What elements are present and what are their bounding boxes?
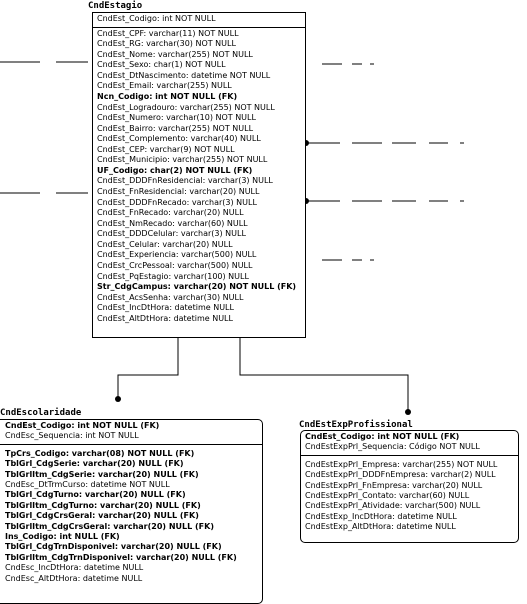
attribute-row: CndEstExpPrl_DDDFnEmpresa: varchar(2) NU… [305,470,496,480]
attribute-row: TblGrl_CdgCrsGeral: varchar(20) NULL (FK… [5,511,199,521]
attribute-row: CndEsc_Sequencia: int NOT NULL [5,431,139,441]
attribute-row: CndEsc_DtTrmCurso: datetime NOT NULL [5,480,170,490]
attribute-row: CndEstExpPrl_Contato: varchar(60) NULL [305,491,470,501]
attribute-row: Str_CdgCampus: varchar(20) NOT NULL (FK) [97,282,297,292]
relationship-endpoint-dot [115,396,121,402]
attribute-row: CndEst_PqEstagio: varchar(100) NULL [97,271,249,281]
attribute-row: CndEst_FnResidencial: varchar(20) NULL [97,187,260,196]
attribute-row: CndEst_DDDCelular: varchar(3) NULL [97,229,246,239]
attribute-row: TblGrl_CdgSerie: varchar(20) NULL (FK) [5,459,184,469]
entity-box: CndEst_Codigo: int NOT NULL (FK)CndEsc_S… [0,419,263,604]
attribute-row: CndEst_DDDFnResidencial: varchar(3) NULL [97,176,273,186]
relationship-endpoint-dot [405,409,411,415]
attribute-row: CndEst_FnRecado: varchar(20) NULL [97,208,244,218]
attribute-row: Ncn_Codigo: int NOT NULL (FK) [97,91,238,101]
attribute-row: CndEst_DtNascimento: datetime NOT NULL [97,70,271,80]
attribute-row: TblGrlItm_CdgTurno: varchar(20) NULL (FK… [5,500,201,510]
attribute-row: CndEst_Numero: varchar(10) NOT NULL [97,113,256,123]
attribute-row: CndEstExp_AltDtHora: datetime NULL [305,522,456,532]
entity-box: CndEst_Codigo: int NOT NULL (FK)CndEstEx… [300,430,519,543]
attribute-row: CndEst_IncDtHora: datetime NULL [97,303,234,313]
attribute-row: CndEstExpPrl_Empresa: varchar(255) NOT N… [305,459,498,469]
attribute-row: CndEst_NmRecado: varchar(60) NULL [97,218,248,228]
attribute-row: CndEst_Email: varchar(255) NULL [97,81,232,91]
attribute-row: CndEst_RG: varchar(30) NOT NULL [97,39,236,49]
attribute-row: CndEst_AltDtHora: datetime NULL [97,313,233,323]
attribute-row: CndEst_Sexo: char(1) NOT NULL [97,60,226,70]
attribute-row: CndEstExp_IncDtHora: datetime NULL [305,511,457,521]
attribute-row: CndEstExpPrl_Atividade: varchar(500) NUL… [305,501,481,511]
attribute-row: CndEst_Bairro: varchar(255) NOT NULL [97,123,254,133]
attribute-row: CndEst_Codigo: int NOT NULL (FK) [5,421,160,430]
entity-title: CndEstExpProfissional [299,420,413,430]
attribute-row: TblGrl_CdgTrnDisponivel: varchar(20) NUL… [5,542,222,552]
primary-key-section: CndEst_Codigo: int NOT NULL [93,13,305,27]
attribute-row: CndEst_Celular: varchar(20) NULL [97,239,233,249]
attribute-section: TpCrs_Codigo: varchar(08) NOT NULL (FK)T… [0,443,262,586]
attribute-row: TblGrl_CdgTurno: varchar(20) NULL (FK) [5,490,186,500]
attribute-row: TblGrlItm_CdgCrsGeral: varchar(20) NULL … [5,521,214,531]
attribute-row: TblGrlItm_CdgTrnDisponivel: varchar(20) … [5,552,237,562]
attribute-row: UF_Codigo: char(2) NOT NULL (FK) [97,165,253,175]
attribute-row: CndEst_Municipio: varchar(255) NOT NULL [97,155,268,165]
attribute-row: CndEsc_IncDtHora: datetime NULL [5,563,144,573]
attribute-row: Ins_Codigo: int NULL (FK) [5,532,120,542]
attribute-row: TpCrs_Codigo: varchar(08) NOT NULL (FK) [5,448,195,458]
attribute-row: CndEst_Nome: varchar(255) NOT NULL [97,49,253,59]
attribute-row: CndEst_Experiencia: varchar(500) NULL [97,250,257,260]
attribute-row: CndEst_AcsSenha: varchar(30) NULL [97,292,244,302]
attribute-row: CndEst_Codigo: int NOT NULL (FK) [305,432,460,441]
attribute-row: CndEst_DDDFnRecado: varchar(3) NULL [97,197,257,207]
attribute-row: CndEst_Complemento: varchar(40) NULL [97,134,261,144]
entity-box: CndEst_Codigo: int NOT NULL CndEst_CPF: … [92,12,306,338]
primary-key-section: CndEst_Codigo: int NOT NULL (FK)CndEstEx… [301,431,518,455]
attribute-row: CndEstExpPrl_FnEmpresa: varchar(20) NULL [305,480,483,490]
attribute-row: TblGrlItm_CdgSerie: varchar(20) NULL (FK… [5,469,199,479]
attribute-row: CndEst_Logradouro: varchar(255) NOT NULL [97,102,275,112]
attribute-row: CndEst_CPF: varchar(11) NOT NULL [97,28,239,38]
relationship-line-escolaridade [117,338,179,399]
attribute-row: CndEst_CrcPessoal: varchar(500) NULL [97,260,253,270]
attribute-row: CndEst_CEP: varchar(9) NOT NULL [97,144,235,154]
attribute-section: CndEstExpPrl_Empresa: varchar(255) NOT N… [301,454,518,535]
entity-title: CndEscolaridade [0,408,82,418]
relationship-line-expprofissional [239,338,409,412]
attribute-row: CndEstExpPrl_Sequencia: Código NOT NULL [305,442,480,452]
entity-title: CndEstagio [88,1,143,11]
primary-key-section: CndEst_Codigo: int NOT NULL (FK)CndEsc_S… [0,420,262,444]
attribute-row: CndEst_Codigo: int NOT NULL [97,14,216,23]
attribute-row: CndEsc_AltDtHora: datetime NULL [5,573,143,583]
